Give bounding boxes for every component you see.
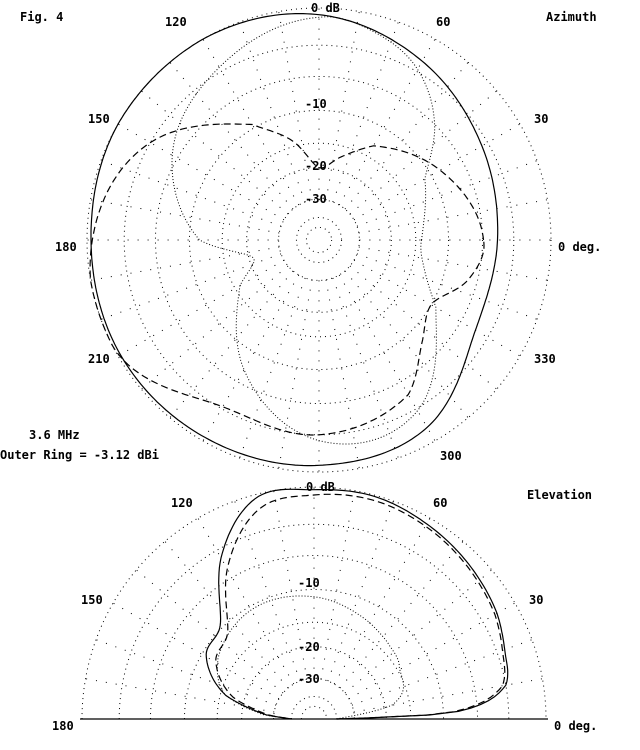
grid-ring <box>295 216 343 264</box>
grid-spoke <box>95 639 277 706</box>
el-ring-label-20: -20 <box>298 640 320 654</box>
pattern-solid <box>205 488 509 720</box>
grid-spoke <box>349 90 498 215</box>
grid-spoke <box>112 602 280 700</box>
grid-spoke <box>344 569 493 694</box>
el-angle-120: 120 <box>171 496 193 510</box>
pattern-dashed <box>89 123 485 436</box>
az-angle-300: 300 <box>440 449 462 463</box>
frequency-label: 3.6 MHz <box>29 428 80 442</box>
grid-spoke <box>100 253 282 320</box>
grid-spoke <box>338 274 436 442</box>
grid-spoke <box>353 123 521 221</box>
grid-spoke <box>90 246 280 281</box>
grid-spoke <box>332 21 399 203</box>
grid-spoke <box>197 517 295 685</box>
grid-spoke <box>202 38 300 206</box>
az-angle-210: 210 <box>88 352 110 366</box>
el-angle-60: 60 <box>433 496 447 510</box>
grid-spoke <box>90 199 280 234</box>
az-angle-60: 60 <box>436 15 450 29</box>
pattern-dotted <box>171 16 437 445</box>
grid-ring <box>216 621 412 720</box>
outer-ring-label: Outer Ring = -3.12 dBi <box>0 448 159 462</box>
grid-spoke <box>338 38 436 206</box>
el-ring-label-10: -10 <box>298 576 320 590</box>
grid-spoke <box>239 21 306 203</box>
el-angle-0: 0 deg. <box>554 719 597 733</box>
grid-ring <box>86 7 552 473</box>
grid-ring <box>118 523 510 720</box>
elevation-title: Elevation <box>527 488 592 502</box>
grid-ring <box>305 226 333 254</box>
grid-spoke <box>135 569 284 694</box>
az-angle-180: 180 <box>55 240 77 254</box>
grid-spoke <box>356 253 538 320</box>
grid-ring <box>278 199 360 281</box>
el-angle-150: 150 <box>81 593 103 607</box>
az-ring-label-20: -20 <box>305 159 327 173</box>
grid-spoke <box>344 61 469 210</box>
pattern-dashed <box>215 493 506 720</box>
grid-spoke <box>349 265 498 390</box>
grid-spoke <box>348 602 516 700</box>
grid-ring <box>221 142 417 338</box>
pattern-solid <box>90 13 499 467</box>
azimuth-series <box>89 13 499 467</box>
az-ring-label-10: -10 <box>305 97 327 111</box>
grid-ring <box>183 589 445 720</box>
az-angle-150: 150 <box>88 112 110 126</box>
el-angle-180: 180 <box>52 719 74 733</box>
grid-spoke <box>202 274 300 442</box>
grid-spoke <box>140 265 289 390</box>
grid-spoke <box>117 123 285 221</box>
grid-spoke <box>327 500 394 682</box>
az-ring-label-30: -30 <box>305 192 327 206</box>
azimuth-title: Azimuth <box>546 10 597 24</box>
el-angle-30: 30 <box>529 593 543 607</box>
grid-ring <box>300 705 328 720</box>
grid-ring <box>81 486 547 720</box>
az-angle-30: 30 <box>534 112 548 126</box>
grid-spoke <box>325 11 360 201</box>
grid-spoke <box>358 246 548 281</box>
grid-spoke <box>320 490 355 680</box>
el-top-label: 0 dB <box>306 480 335 494</box>
pattern-dotted <box>216 595 404 720</box>
grid-spoke <box>278 279 313 469</box>
grid-spoke <box>234 500 301 682</box>
grid-spoke <box>325 279 360 469</box>
grid-spoke <box>358 199 548 234</box>
grid-spoke <box>356 160 538 227</box>
grid-spoke <box>333 517 431 685</box>
elevation-grid <box>81 486 547 720</box>
figure-label: Fig. 4 <box>20 10 63 24</box>
grid-spoke <box>353 678 543 713</box>
grid-spoke <box>353 259 521 357</box>
az-top-label: 0 dB <box>311 1 340 15</box>
grid-ring <box>290 696 338 720</box>
az-angle-120: 120 <box>165 15 187 29</box>
az-angle-0: 0 deg. <box>558 240 601 254</box>
grid-spoke <box>169 61 294 210</box>
grid-ring <box>188 109 450 371</box>
grid-spoke <box>100 160 282 227</box>
az-angle-330: 330 <box>534 352 556 366</box>
el-ring-label-30: -30 <box>298 672 320 686</box>
grid-ring <box>154 75 484 405</box>
grid-spoke <box>140 90 289 215</box>
azimuth-grid <box>86 7 552 473</box>
grid-spoke <box>117 259 285 357</box>
elevation-series <box>205 488 509 720</box>
grid-spoke <box>239 277 306 459</box>
